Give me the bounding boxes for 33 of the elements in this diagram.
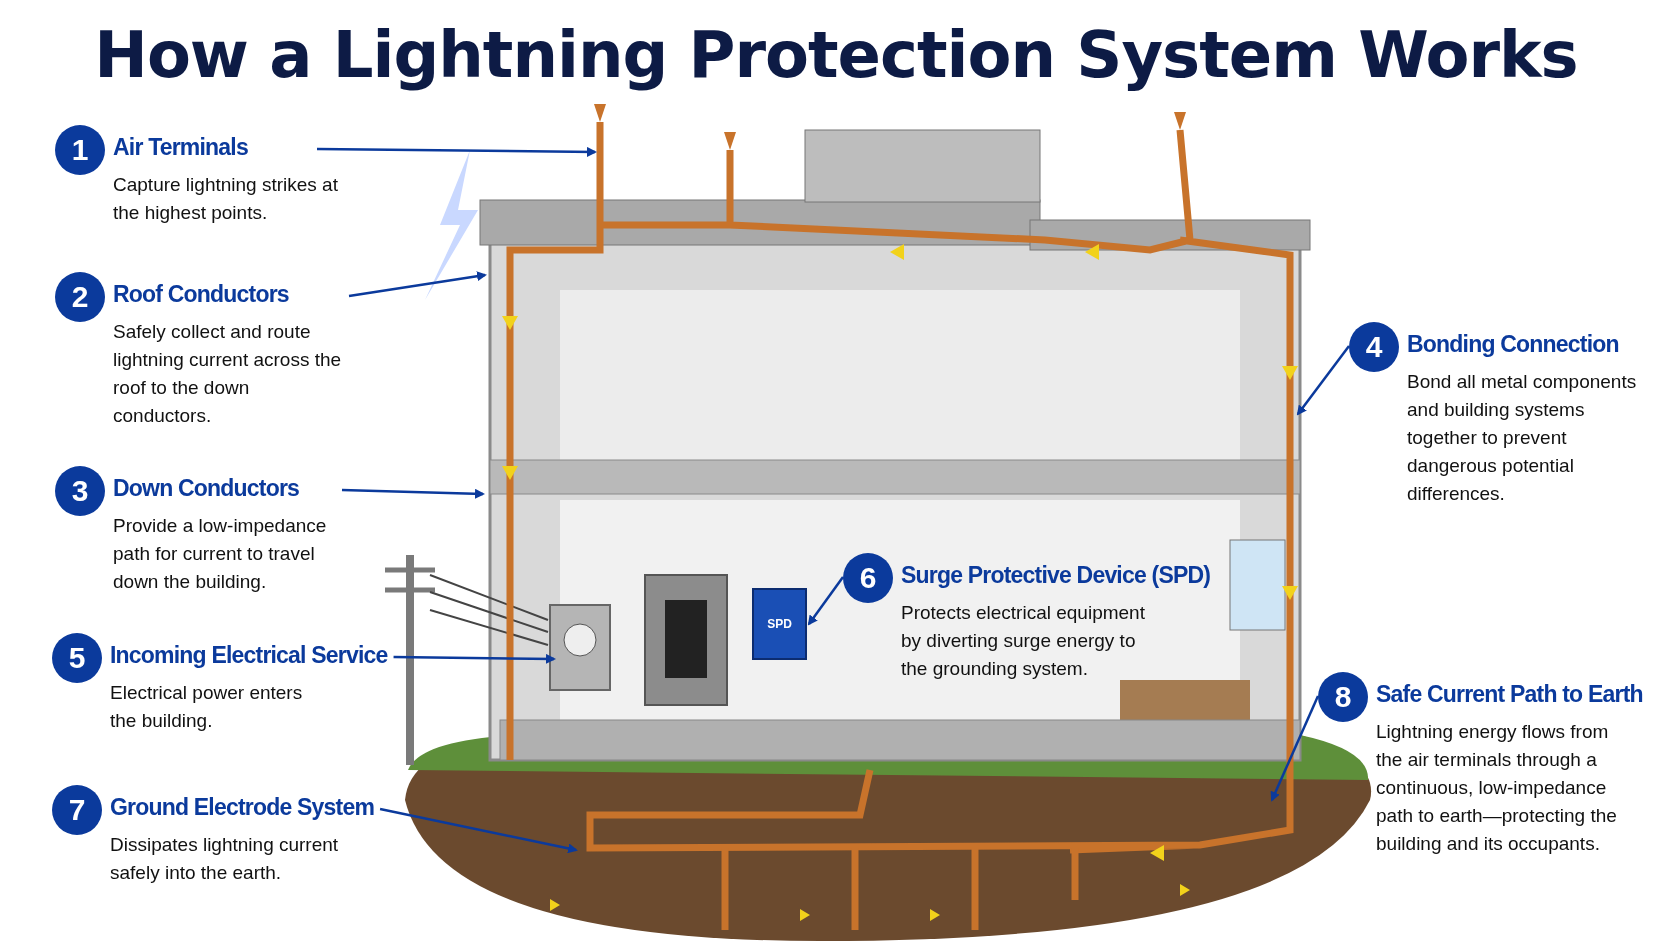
leader-line — [379, 807, 578, 854]
number-badge: 1 — [55, 125, 105, 175]
callout-text: Safely collect and route lightning current across the roof to the down conductors. — [113, 320, 343, 428]
number-badge: 3 — [55, 466, 105, 516]
callout-heading: Roof Conductors — [113, 281, 289, 308]
leader-line — [1270, 695, 1320, 802]
callout-heading: Bonding Connection — [1407, 331, 1619, 358]
number-badge: 5 — [52, 633, 102, 683]
callout-text: Protects electrical equipment by diverting surge energy to the grounding system. — [901, 601, 1146, 681]
surge-protector: SPD — [752, 588, 807, 660]
title: How a Lightning Protection System Works — [93, 18, 1579, 92]
callout-text: Dissipates lightning current safely into the earth. — [110, 833, 340, 885]
leader-line — [341, 488, 485, 499]
callout-heading: Air Terminals — [113, 134, 248, 161]
number-badge: 7 — [52, 785, 102, 835]
callout-text: Lightning energy flows from the air terminals through a continuous, low-impedance path to earth—protecting the building and its occupants. — [1376, 720, 1618, 856]
callout-heading: Safe Current Path to Earth — [1376, 681, 1643, 708]
number-badge: 2 — [55, 272, 105, 322]
callout-heading: Surge Protective Device (SPD) — [901, 562, 1211, 589]
callout-text: Electrical power enters the building. — [110, 681, 304, 733]
leader-line — [393, 653, 556, 664]
callout-text: Provide a low-impedance path for current to travel down the building. — [113, 514, 328, 594]
number-badge: 8 — [1318, 672, 1368, 722]
callout-text: Capture lightning strikes at the highest points. — [113, 173, 339, 225]
callout-text: Bond all metal components and building systems together to prevent dangerous potential differences. — [1407, 370, 1638, 506]
leader-line — [1296, 345, 1350, 416]
leader-line — [807, 576, 844, 626]
leader-line — [348, 271, 487, 298]
callout-heading: Down Conductors — [113, 475, 300, 502]
number-badge: 4 — [1349, 322, 1399, 372]
leader-line — [317, 146, 597, 157]
callout-heading: Incoming Electrical Service — [110, 642, 388, 669]
callout-heading: Ground Electrode System — [110, 794, 375, 821]
